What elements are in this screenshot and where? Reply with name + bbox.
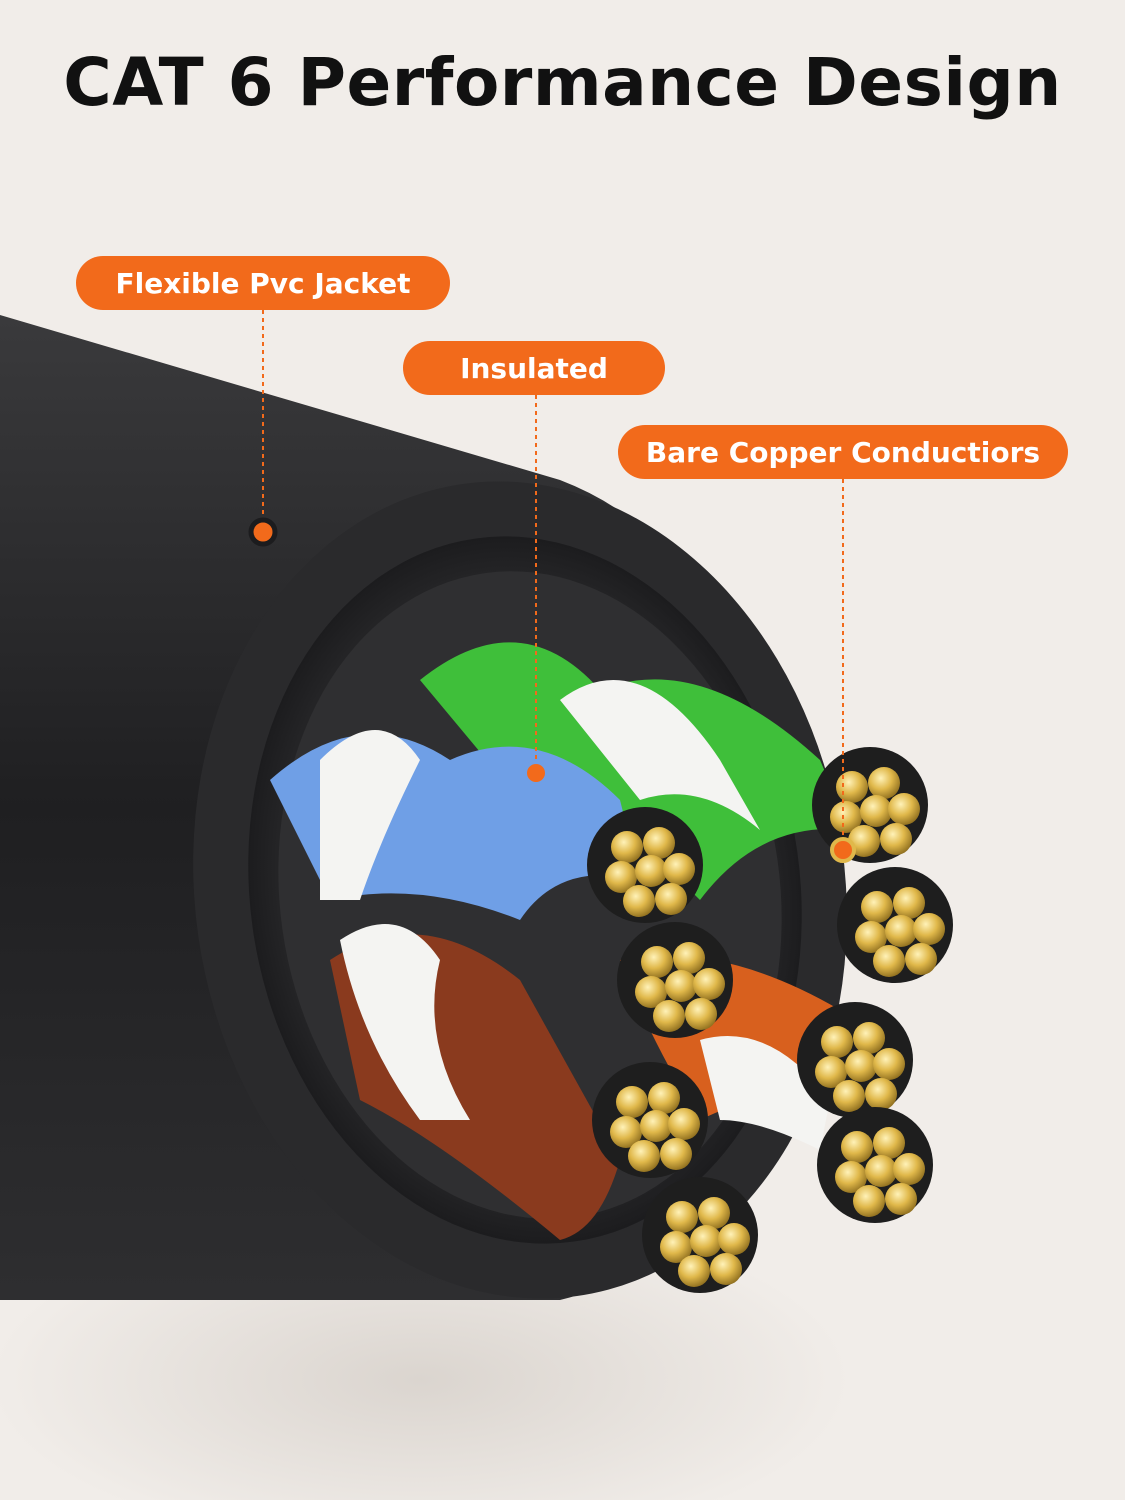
orange-white-stripe — [700, 1036, 830, 1150]
copper-bundle — [812, 747, 928, 863]
page-title: CAT 6 Performance Design — [63, 44, 1062, 121]
pointer-dot-copper — [830, 837, 856, 863]
green-white-stripe — [560, 680, 760, 830]
blue-white-stripe — [320, 730, 420, 900]
pointer-dot-insulated — [523, 760, 549, 786]
copper-bundle — [642, 1177, 758, 1293]
copper-bundle — [617, 922, 733, 1038]
callout-bare-copper-conductors: Bare Copper Conductiors — [618, 425, 1068, 479]
callout-insulated: Insulated — [403, 341, 665, 395]
copper-bundle — [797, 1002, 913, 1118]
brown-white-stripe — [340, 924, 470, 1120]
copper-bundle — [592, 1062, 708, 1178]
copper-bundle — [587, 807, 703, 923]
copper-bundle — [817, 1107, 933, 1223]
pointer-dot-jacket — [248, 517, 278, 547]
callout-flexible-pvc-jacket: Flexible Pvc Jacket — [76, 256, 450, 310]
copper-bundle — [837, 867, 953, 983]
